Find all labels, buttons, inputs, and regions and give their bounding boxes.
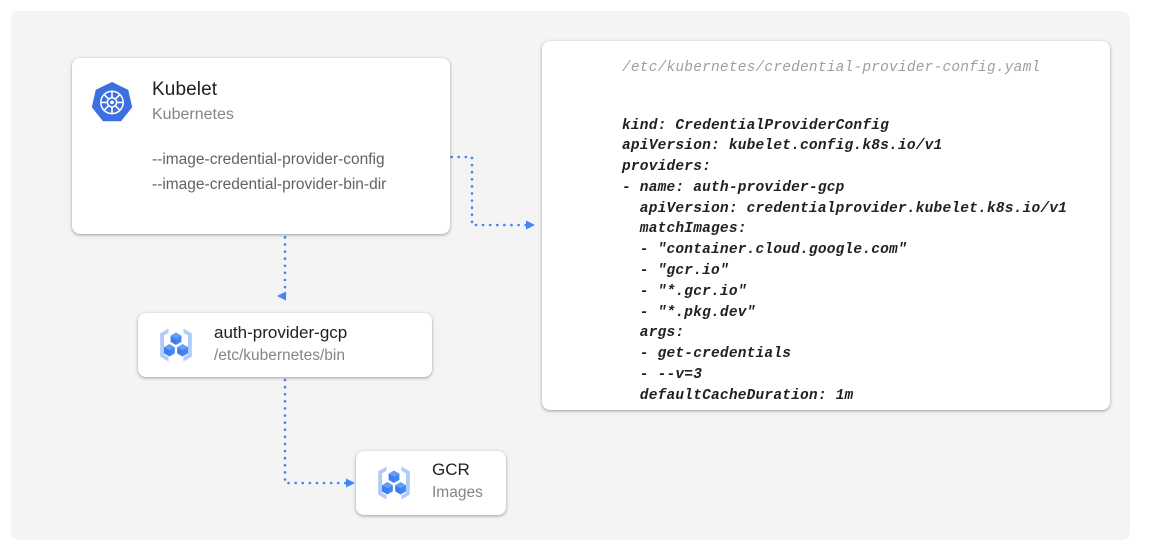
- auth-provider-card-title: auth-provider-gcp: [214, 323, 348, 342]
- kubelet-card[interactable]: Kubelet Kubernetes --image-credential-pr…: [72, 58, 450, 234]
- kubelet-card-subtitle: Kubernetes: [152, 106, 234, 123]
- container-registry-icon: [152, 321, 200, 369]
- auth-provider-gcp-card[interactable]: auth-provider-gcp /etc/kubernetes/bin: [138, 313, 432, 377]
- kubelet-card-title: Kubelet: [152, 79, 218, 100]
- gcr-card-title: GCR: [432, 460, 470, 479]
- container-registry-icon: [370, 459, 418, 507]
- kubelet-flag-config: --image-credential-provider-config: [152, 151, 385, 168]
- auth-provider-card-subtitle: /etc/kubernetes/bin: [214, 347, 345, 364]
- kubernetes-logo-icon: [88, 79, 136, 127]
- kubelet-flag-bin-dir: --image-credential-provider-bin-dir: [152, 176, 387, 193]
- kubelet-card-flags: --image-credential-provider-config --ima…: [152, 147, 386, 197]
- yaml-file-path: /etc/kubernetes/credential-provider-conf…: [622, 60, 1041, 76]
- yaml-content: kind: CredentialProviderConfig apiVersio…: [622, 117, 1068, 404]
- gcr-card-subtitle: Images: [432, 484, 483, 501]
- gcr-card[interactable]: GCR Images: [356, 451, 506, 515]
- credential-provider-config-panel[interactable]: /etc/kubernetes/credential-provider-conf…: [542, 41, 1110, 410]
